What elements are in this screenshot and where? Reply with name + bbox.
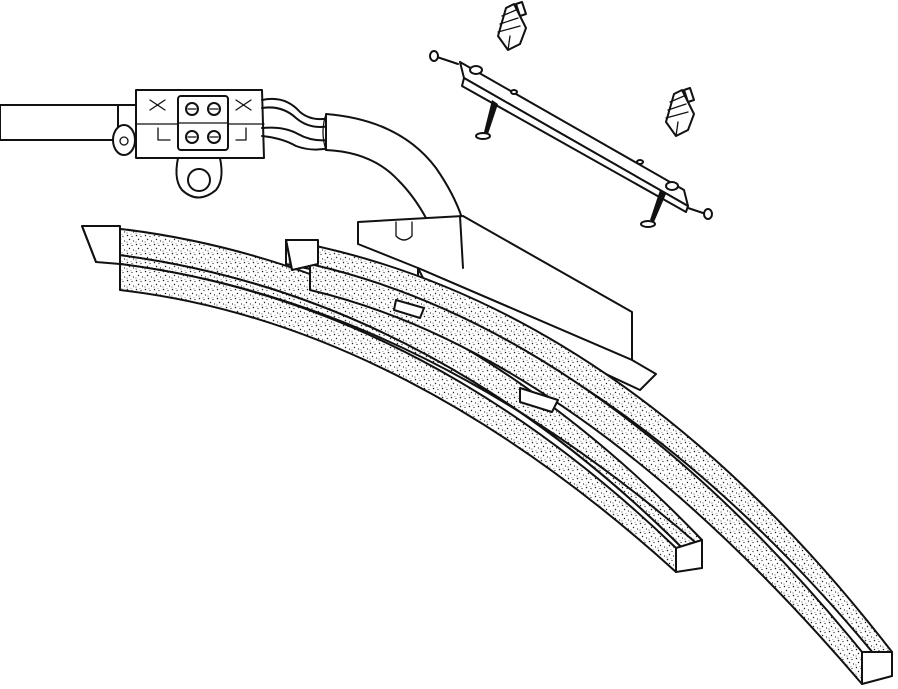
wire-bundle [261,97,463,219]
machine-screw-icon [687,207,713,220]
wall-plug-icon [665,87,695,137]
mounting-bracket [459,61,689,213]
wall-plug-icon [497,1,527,51]
terminal-block [112,89,265,199]
machine-screw-icon [429,50,459,65]
curved-led-bar-front [285,239,893,685]
left-ear [112,124,136,156]
wood-screw-icon [475,100,498,140]
wood-screw-icon [640,190,666,228]
